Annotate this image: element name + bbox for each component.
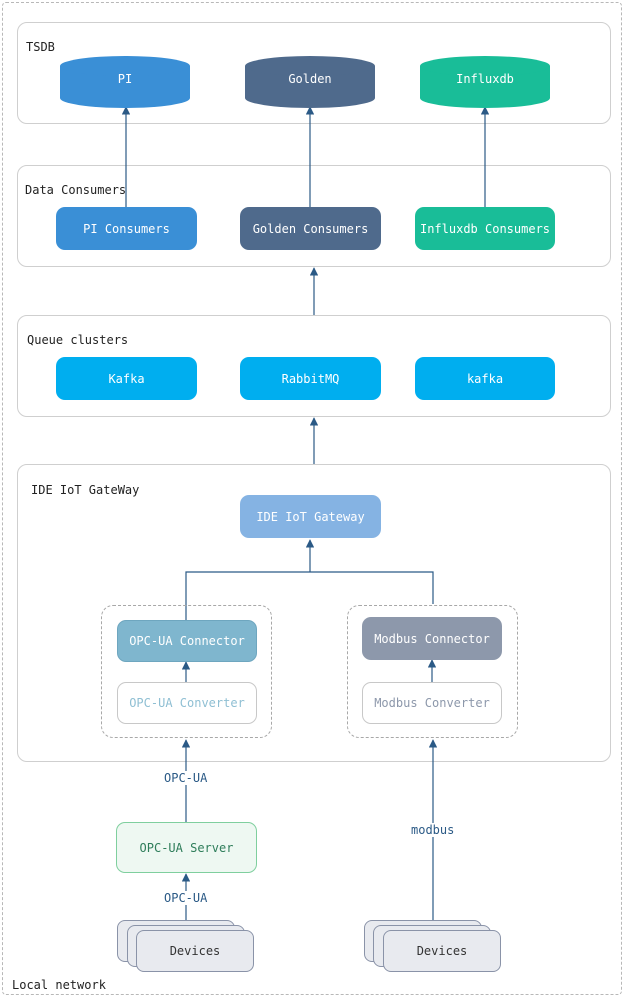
modbus-connector-node: Modbus Connector xyxy=(362,617,502,660)
iot-gateway-label: IDE IoT GateWay xyxy=(31,483,140,497)
opcua-edge-label-bottom: OPC-UA xyxy=(162,891,210,905)
opcua-connector-group xyxy=(101,605,272,738)
opcua-connector-node: OPC-UA Connector xyxy=(117,620,257,662)
pi-database-icon xyxy=(60,56,190,108)
rabbitmq-node: RabbitMQ xyxy=(240,357,381,400)
pi-database-label: PI xyxy=(117,72,133,86)
modbus-converter-node: Modbus Converter xyxy=(362,682,502,724)
influxdb-database-label: Influxdb xyxy=(456,72,514,86)
opcua-edge-label-top: OPC-UA xyxy=(162,771,210,785)
kafka-node: Kafka xyxy=(56,357,197,400)
tsdb-label: TSDB xyxy=(26,40,55,54)
pi-consumers-node: PI Consumers xyxy=(56,207,197,250)
golden-database-icon xyxy=(245,56,375,108)
data-consumers-label: Data Consumers xyxy=(25,183,127,197)
influxdb-database-icon xyxy=(420,56,550,108)
opcua-server-node: OPC-UA Server xyxy=(116,822,257,873)
modbus-connector-group xyxy=(347,605,518,738)
local-network-label: Local network xyxy=(12,978,106,992)
golden-consumers-node: Golden Consumers xyxy=(240,207,381,250)
opcua-converter-node: OPC-UA Converter xyxy=(117,682,257,724)
devices-node-right: Devices xyxy=(383,930,501,972)
kafka-node-2: kafka xyxy=(415,357,555,400)
modbus-edge-label: modbus xyxy=(409,823,457,837)
influxdb-consumers-node: Influxdb Consumers xyxy=(415,207,555,250)
devices-node-left: Devices xyxy=(136,930,254,972)
golden-database-label: Golden xyxy=(288,72,332,86)
iot-gateway-node: IDE IoT Gateway xyxy=(240,495,381,538)
queue-clusters-label: Queue clusters xyxy=(27,333,129,347)
